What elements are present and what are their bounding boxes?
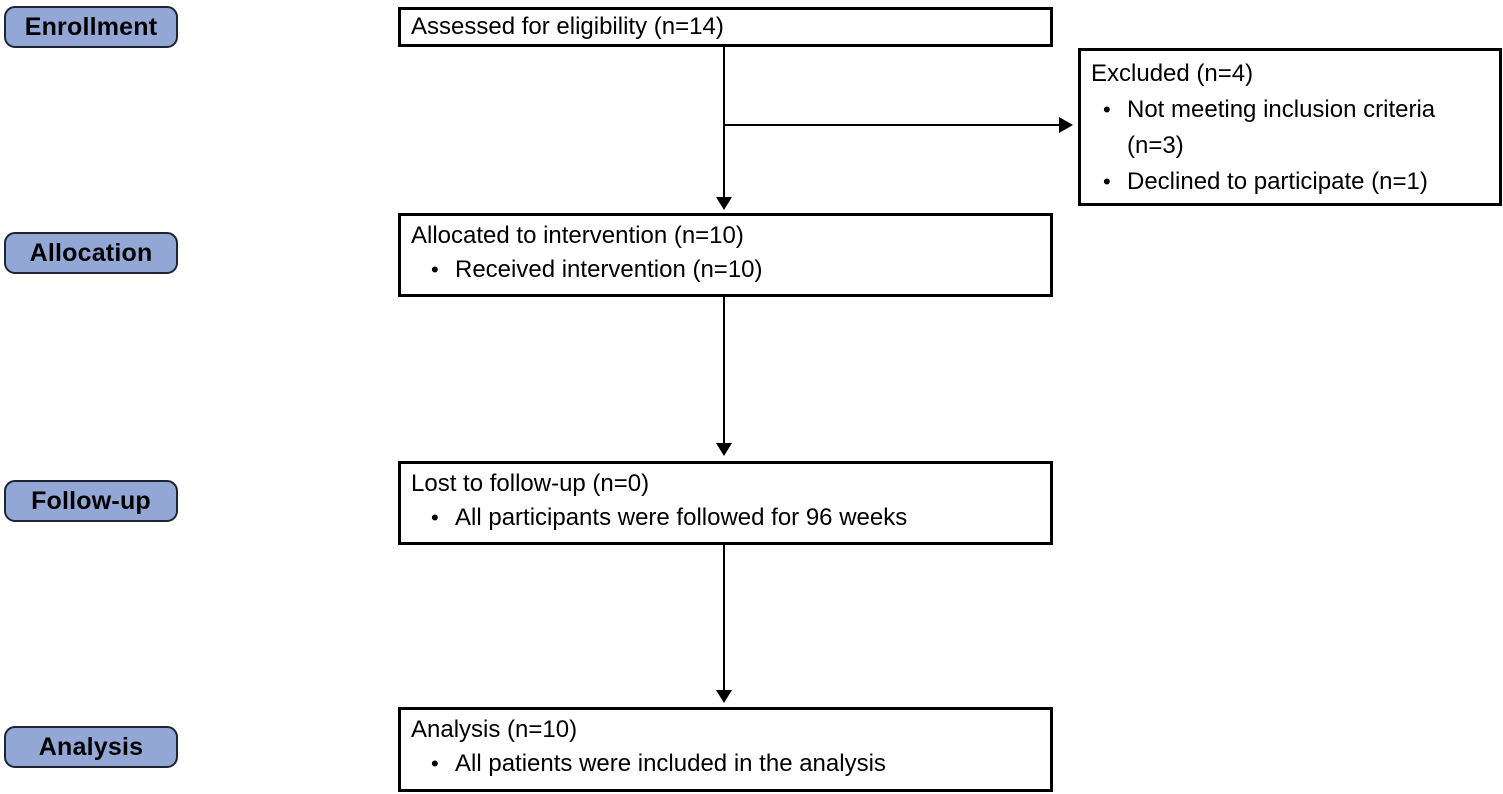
box-analysis-title: Analysis (n=10) (411, 716, 578, 743)
connector-to-excluded-line (724, 124, 1060, 126)
box-lost-bullet-1: • All participants were followed for 96 … (411, 501, 1042, 535)
box-assessed-title: Assessed for eligibility (n=14) (411, 13, 724, 40)
arrow-right-icon (1059, 117, 1073, 133)
stage-badge-analysis: Analysis (4, 726, 178, 768)
box-analysis-bullet-1: • All patients were included in the anal… (411, 747, 1042, 781)
box-assessed-for-eligibility: Assessed for eligibility (n=14) (398, 7, 1053, 47)
bullet-dot: • (1103, 169, 1111, 194)
arrow-down-icon (716, 443, 732, 456)
stage-label-enrollment: Enrollment (24, 12, 158, 41)
box-excluded-bullet-2: • Declined to participate (n=1) (1091, 164, 1491, 200)
stage-badge-allocation: Allocation (4, 232, 178, 274)
stage-label-analysis: Analysis (38, 732, 144, 761)
box-excluded-title: Excluded (n=4) (1091, 60, 1254, 87)
bullet-dot: • (1103, 97, 1111, 122)
box-excluded: Excluded (n=4) • Not meeting inclusion c… (1078, 48, 1502, 206)
bullet-text: Received intervention (n=10) (455, 256, 763, 283)
box-excluded-bullet-1: • Not meeting inclusion criteria (n=3) (1091, 92, 1491, 164)
box-allocated-title: Allocated to intervention (n=10) (411, 222, 744, 249)
stage-label-allocation: Allocation (29, 238, 153, 267)
bullet-dot: • (431, 751, 439, 776)
box-allocated: Allocated to intervention (n=10) • Recei… (398, 213, 1053, 297)
box-lost-to-followup: Lost to follow-up (n=0) • All participan… (398, 461, 1053, 545)
connector-assessed-to-allocated-line (723, 46, 725, 198)
arrow-down-icon (716, 197, 732, 210)
connector-lost-to-analysis-line (723, 545, 725, 691)
box-lost-title: Lost to follow-up (n=0) (411, 470, 650, 497)
box-allocated-bullet-1: • Received intervention (n=10) (411, 253, 1042, 287)
connector-allocated-to-lost-line (723, 297, 725, 444)
stage-badge-followup: Follow-up (4, 480, 178, 522)
stage-label-followup: Follow-up (31, 486, 151, 515)
bullet-text: All patients were included in the analys… (455, 750, 886, 777)
bullet-text: Not meeting inclusion criteria (n=3) (1127, 96, 1436, 159)
bullet-dot: • (431, 257, 439, 282)
bullet-text: Declined to participate (n=1) (1127, 168, 1428, 195)
bullet-dot: • (431, 505, 439, 530)
arrow-down-icon (716, 690, 732, 703)
bullet-text: All participants were followed for 96 we… (455, 504, 908, 531)
box-analysis: Analysis (n=10) • All patients were incl… (398, 707, 1053, 792)
stage-badge-enrollment: Enrollment (4, 6, 178, 48)
